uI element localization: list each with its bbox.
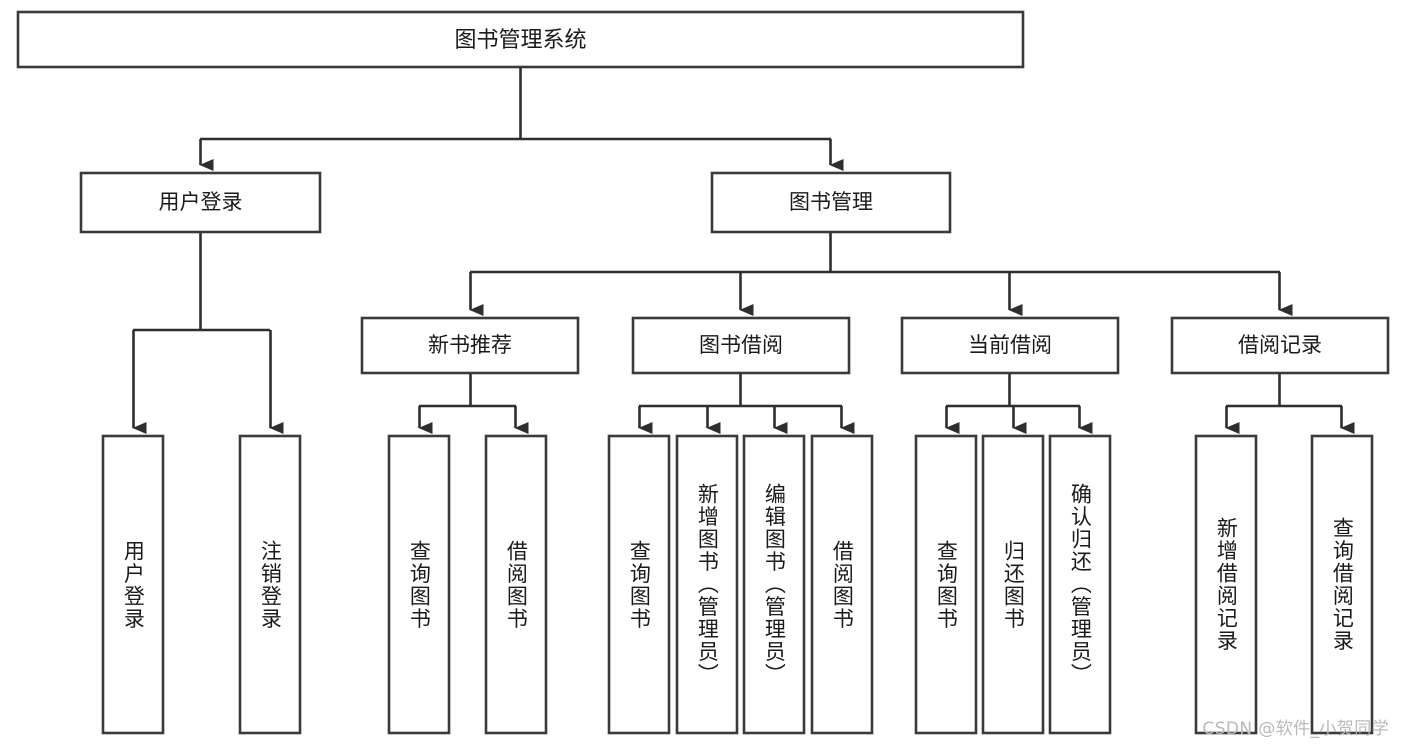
- connector-group-book-borrow: [638, 373, 855, 434]
- leaf-box-borrow-book[interactable]: [810, 434, 874, 735]
- node-user-login-box[interactable]: [79, 171, 322, 234]
- leaf-box-add-book[interactable]: [675, 434, 739, 735]
- leaf-box-add-record[interactable]: [1194, 434, 1258, 735]
- connector-group-book-manage: [469, 232, 1293, 316]
- node-root-label: 图书管理系统: [454, 28, 586, 53]
- node-current-borrow[interactable]: 当前借阅: [900, 316, 1120, 375]
- node-user-login-label: 用户登录: [159, 190, 243, 214]
- node-new-book-rec-label: 新书推荐: [428, 333, 512, 357]
- node-book-borrow-box[interactable]: [631, 316, 851, 375]
- leaf-box-user-logout[interactable]: [238, 434, 302, 735]
- connector-group-current-borrow: [945, 373, 1093, 434]
- leaf-box-query-book-rec[interactable]: [387, 434, 451, 735]
- leaf-box-confirm-return[interactable]: [1048, 434, 1112, 735]
- leaf-box-query-record[interactable]: [1310, 434, 1374, 735]
- leaf-box-query-book-current[interactable]: [914, 434, 978, 735]
- connector-group-borrow-record: [1225, 373, 1355, 434]
- node-book-borrow-label: 图书借阅: [699, 333, 783, 357]
- node-borrow-record-label: 借阅记录: [1238, 333, 1322, 357]
- node-borrow-record-box[interactable]: [1170, 316, 1390, 375]
- connector-group-new-book-rec: [418, 373, 529, 434]
- leaf-box-edit-book[interactable]: [742, 434, 806, 735]
- node-root-box[interactable]: [16, 10, 1025, 69]
- leaf-box-query-book-borrow[interactable]: [607, 434, 671, 735]
- connector-group-user-login: [132, 232, 284, 434]
- node-user-login[interactable]: 用户登录: [79, 171, 322, 234]
- node-book-manage-label: 图书管理: [789, 190, 873, 214]
- node-current-borrow-label: 当前借阅: [968, 333, 1052, 357]
- leaf-box-user-login[interactable]: [101, 434, 165, 735]
- node-book-manage-box[interactable]: [710, 171, 952, 234]
- leaf-box-borrow-book-rec[interactable]: [484, 434, 548, 735]
- node-book-borrow[interactable]: 图书借阅: [631, 316, 851, 375]
- node-book-manage[interactable]: 图书管理: [710, 171, 952, 234]
- connector-group-root: [199, 67, 844, 171]
- leaf-boxes: [101, 434, 1374, 735]
- node-borrow-record[interactable]: 借阅记录: [1170, 316, 1390, 375]
- node-new-book-rec[interactable]: 新书推荐: [360, 316, 580, 375]
- node-new-book-rec-box[interactable]: [360, 316, 580, 375]
- csdn-watermark: CSDN @软件_小贺同学: [1202, 719, 1389, 739]
- node-current-borrow-box[interactable]: [900, 316, 1120, 375]
- leaf-box-return-book[interactable]: [981, 434, 1045, 735]
- node-root[interactable]: 图书管理系统: [16, 10, 1025, 69]
